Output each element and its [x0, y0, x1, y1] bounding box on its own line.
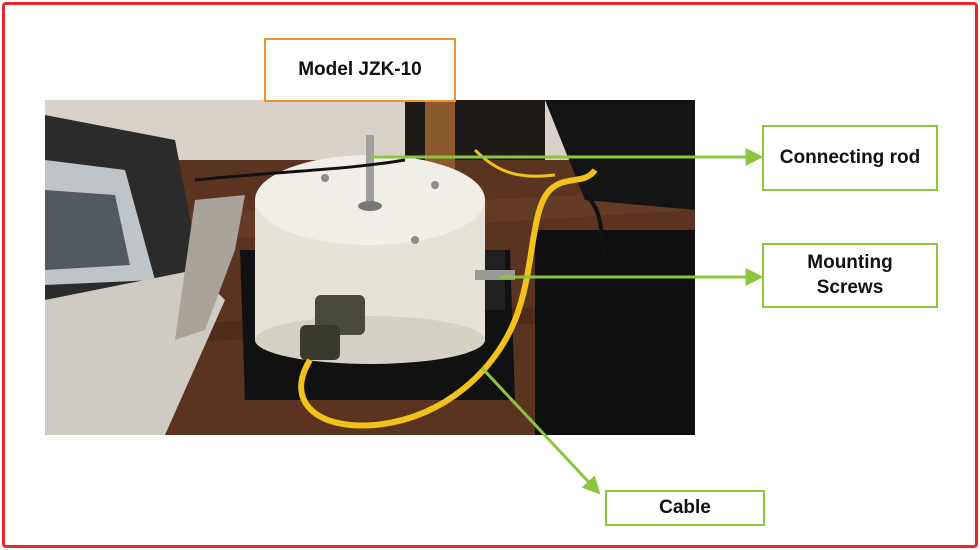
model-label: Model JZK-10: [264, 38, 456, 102]
black-bag: [545, 100, 695, 210]
dark-box: [535, 230, 695, 435]
mounting-screw: [475, 270, 515, 280]
cable-label: Cable: [605, 490, 765, 526]
wooden-post: [425, 100, 455, 170]
yellow-cable: [298, 168, 598, 429]
connecting-rod-label: Connecting rod: [762, 125, 938, 191]
mounting-screws-label: Mounting Screws: [762, 243, 938, 308]
device-photo: [45, 100, 695, 435]
device-photo-illustration: [45, 100, 695, 435]
oscilloscope-screen: [45, 190, 130, 270]
connecting-rod: [366, 135, 374, 205]
